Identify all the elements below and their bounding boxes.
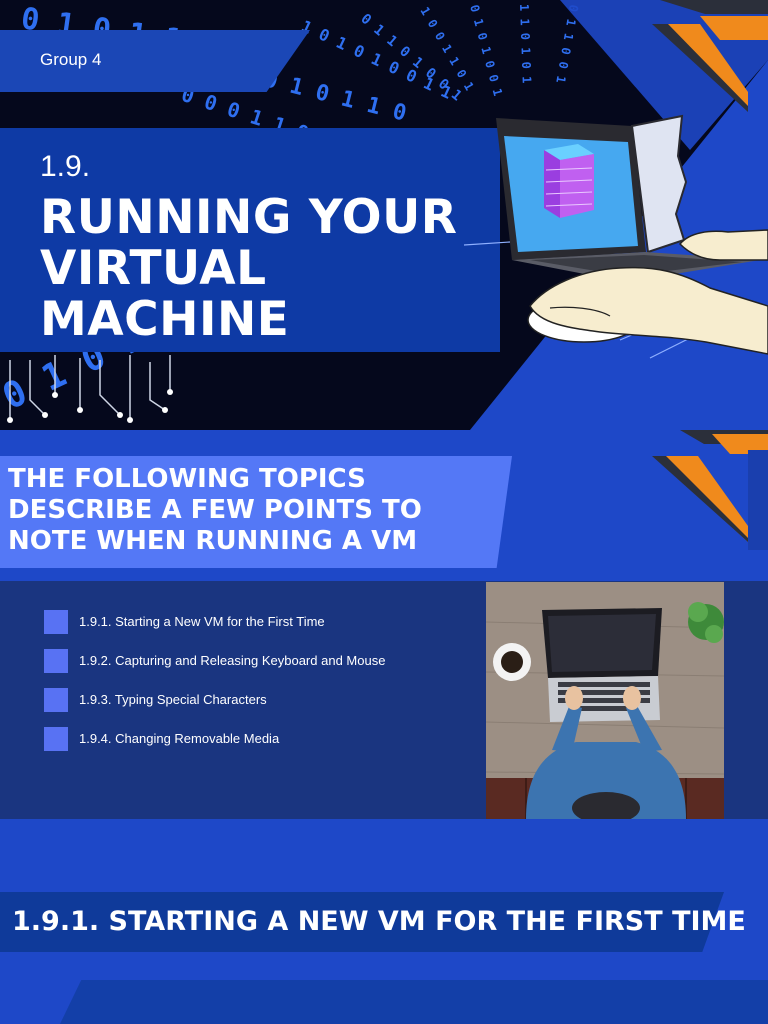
group-label-bar <box>0 30 310 92</box>
section-heading: 1.9.1. Starting a new VM for the first t… <box>12 906 746 937</box>
square-bullet-icon <box>44 610 68 634</box>
title-panel <box>0 128 500 352</box>
desk-laptop-photo <box>486 582 724 819</box>
topic-item-label: 1.9.1. Starting a New VM for the First T… <box>79 614 325 629</box>
page-title: Running your virtual machine <box>40 190 458 347</box>
hero-section: 0 1 0 1 1 0 1 0 1 0 0 1 0 1 0 1 1 0 0 0 … <box>0 0 768 430</box>
square-bullet-icon <box>44 688 68 712</box>
svg-text:1 1 0 1 0 1: 1 1 0 1 0 1 <box>517 4 534 84</box>
topics-banner <box>0 456 512 568</box>
topic-item-label: 1.9.4. Changing Removable Media <box>79 731 280 746</box>
topic-item-label: 1.9.3. Typing Special Characters <box>79 692 267 707</box>
topic-item-label: 1.9.2. Capturing and Releasing Keyboard … <box>79 653 386 668</box>
orange-accent-decoration <box>652 430 768 550</box>
group-label: Group 4 <box>40 50 102 69</box>
laptop-illustration <box>463 114 768 359</box>
square-bullet-icon <box>44 649 68 673</box>
section-number: 1.9. <box>40 150 91 183</box>
bottom-decorative-strip <box>60 980 768 1024</box>
section-heading-strip <box>0 892 724 952</box>
square-bullet-icon <box>44 727 68 751</box>
topics-heading: The following topics describe a few poin… <box>8 464 422 556</box>
